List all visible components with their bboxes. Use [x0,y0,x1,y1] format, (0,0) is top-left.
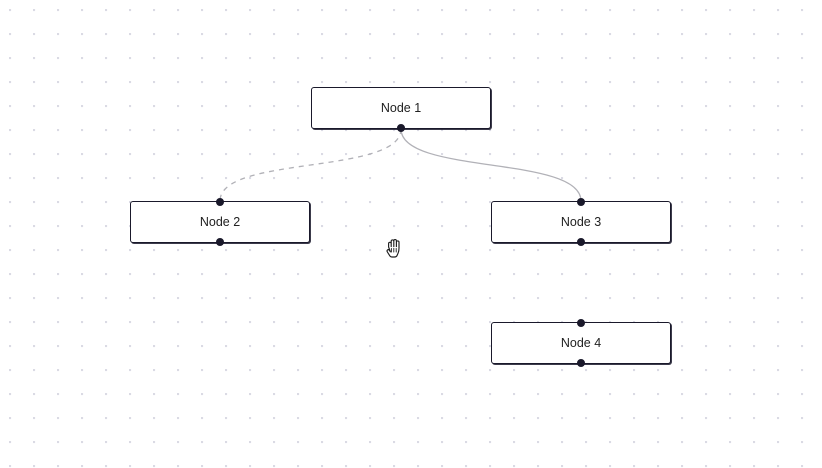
graph-node-node-2[interactable]: Node 2 [130,198,310,246]
graph-node-label: Node 2 [199,214,241,229]
graph-node-label: Node 4 [560,335,602,350]
handle-top-node-2[interactable] [216,198,224,206]
graph-node-node-1[interactable]: Node 1 [311,87,491,132]
graph-node-node-3[interactable]: Node 3 [491,198,671,246]
graph-node-label: Node 1 [380,100,422,115]
edge-node1-node3[interactable] [400,128,582,202]
handle-bottom-node-3[interactable] [577,238,585,246]
handle-bottom-node-4[interactable] [577,359,585,367]
graph-node-label: Node 3 [560,214,602,229]
handle-bottom-node-1[interactable] [397,124,405,132]
handle-top-node-3[interactable] [577,198,585,206]
handle-top-node-4[interactable] [577,319,585,327]
graph-node-node-4[interactable]: Node 4 [491,319,671,367]
edge-node1-node2[interactable] [219,128,402,202]
grab-hand-icon [386,239,400,258]
handle-bottom-node-2[interactable] [216,238,224,246]
